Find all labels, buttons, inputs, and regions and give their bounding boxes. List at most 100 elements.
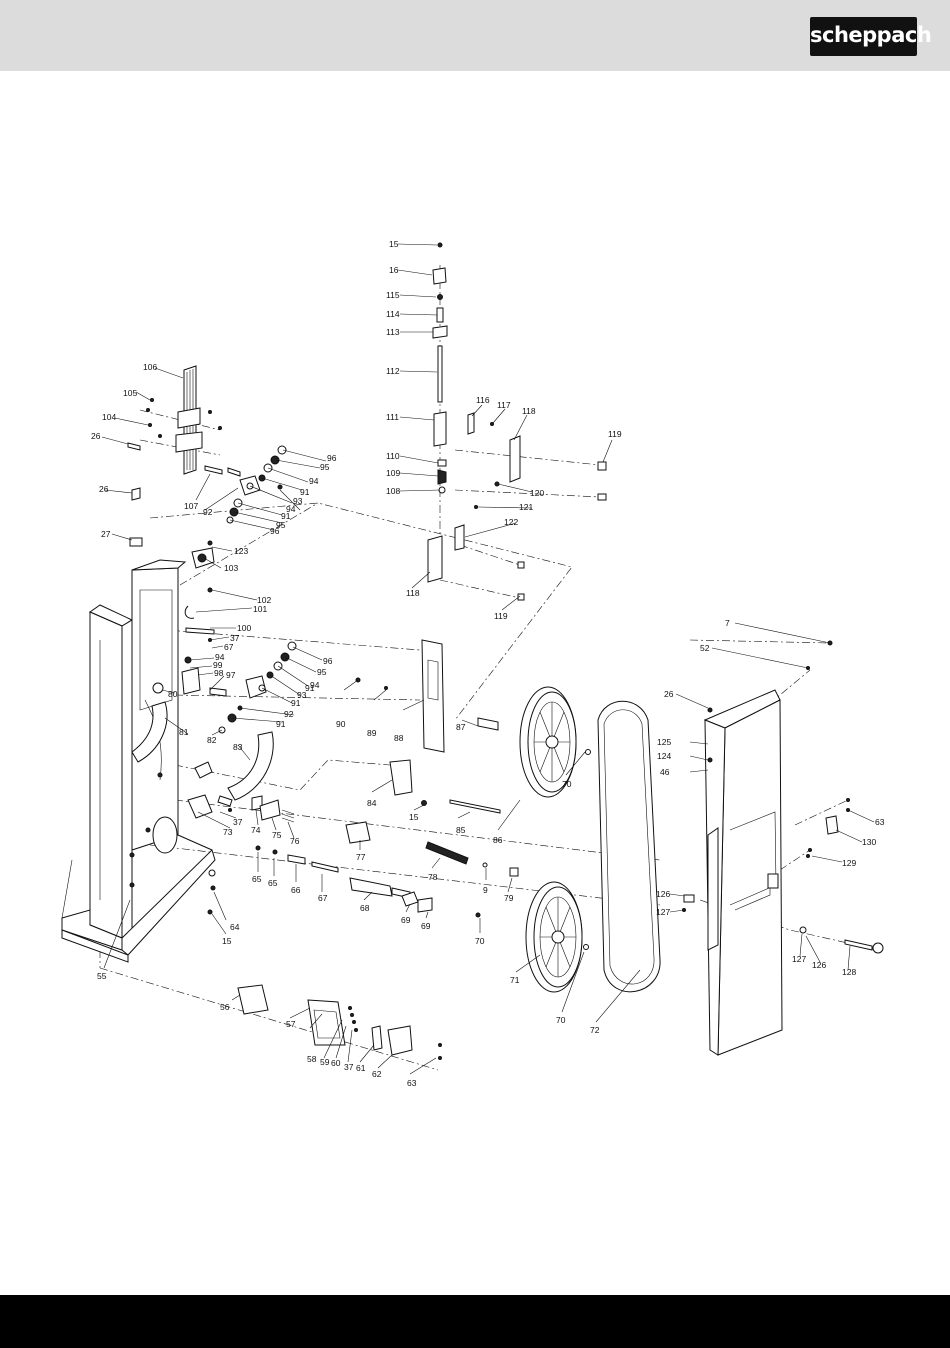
callout-label: 118 xyxy=(522,406,536,416)
leader-lines xyxy=(101,243,875,1075)
callout-label: 94 xyxy=(309,476,319,486)
saw-blade-part-72 xyxy=(597,700,661,993)
callout-label: 64 xyxy=(230,922,240,932)
assembly-line xyxy=(689,639,831,644)
left-small-parts xyxy=(129,487,215,642)
assembly-line xyxy=(174,799,661,861)
callout-label: 85 xyxy=(456,825,466,835)
assembly-line xyxy=(779,849,811,871)
callout-label: 96 xyxy=(323,656,333,666)
callout-label: 26 xyxy=(99,484,109,494)
callout-label: 9 xyxy=(483,885,488,895)
callout-label: 109 xyxy=(386,468,400,478)
callout-label: 87 xyxy=(456,722,466,732)
callout-label: 91 xyxy=(281,511,291,521)
callout-label: 101 xyxy=(253,604,267,614)
callout-label: 103 xyxy=(224,563,238,573)
callout-label: 123 xyxy=(234,546,248,556)
callout-label: 7 xyxy=(725,618,730,628)
callout-label: 100 xyxy=(237,623,251,633)
callout-label: 76 xyxy=(290,836,300,846)
logo-text: scheppach xyxy=(810,23,932,47)
page-footer-band xyxy=(0,1295,950,1348)
assembly-line xyxy=(179,502,319,586)
callout-label: 118 xyxy=(406,588,420,598)
upper-bearing-assembly xyxy=(226,445,287,524)
assembly-line xyxy=(99,967,439,1071)
callout-label: 63 xyxy=(407,1078,417,1088)
callout-label: 72 xyxy=(590,1025,600,1035)
callout-label: 115 xyxy=(386,290,400,300)
mid-small-parts xyxy=(187,794,519,877)
callout-label: 108 xyxy=(386,486,400,496)
callout-label: 99 xyxy=(213,660,223,670)
callout-label: 116 xyxy=(476,395,490,405)
callout-labels: 15 16 115 114 113 112 111 116 117 118 11… xyxy=(91,239,885,1088)
callout-label: 65 xyxy=(252,874,262,884)
callout-label: 124 xyxy=(657,751,671,761)
guide-bar-assembly xyxy=(355,639,501,814)
callout-label: 15 xyxy=(409,812,419,822)
callout-label: 120 xyxy=(530,488,544,498)
callout-label: 119 xyxy=(608,429,622,439)
callout-label: 91 xyxy=(291,698,301,708)
callout-label: 126 xyxy=(812,960,826,970)
callout-label: 122 xyxy=(504,517,518,527)
callout-label: 126 xyxy=(656,889,670,899)
callout-label: 55 xyxy=(97,971,107,981)
callout-label: 16 xyxy=(389,265,399,275)
callout-label: 62 xyxy=(372,1069,382,1079)
callout-label: 56 xyxy=(220,1002,230,1012)
assembly-line xyxy=(149,502,573,721)
callout-label: 83 xyxy=(233,742,243,752)
callout-label: 91 xyxy=(276,719,286,729)
callout-label: 127 xyxy=(656,907,670,917)
callout-label: 27 xyxy=(101,529,111,539)
callout-label: 92 xyxy=(284,709,294,719)
callout-label: 93 xyxy=(293,496,303,506)
callout-label: 105 xyxy=(123,388,137,398)
page-header-band: scheppach xyxy=(0,0,950,71)
callout-label: 125 xyxy=(657,737,671,747)
callout-label: 98 xyxy=(214,668,224,678)
callout-label: 71 xyxy=(510,975,520,985)
callout-label: 117 xyxy=(497,400,511,410)
callout-label: 75 xyxy=(272,830,282,840)
callout-label: 88 xyxy=(394,733,404,743)
callout-label: 95 xyxy=(276,520,286,530)
callout-label: 96 xyxy=(270,526,280,536)
callout-label: 91 xyxy=(305,683,315,693)
callout-label: 93 xyxy=(297,690,307,700)
callout-label: 114 xyxy=(386,309,400,319)
callout-label: 112 xyxy=(386,366,400,376)
callout-label: 69 xyxy=(421,921,431,931)
callout-label: 91 xyxy=(300,487,310,497)
blade-guard-pieces xyxy=(131,701,274,801)
switch-box-parts xyxy=(237,984,442,1060)
callout-label: 110 xyxy=(386,451,400,461)
callout-label: 130 xyxy=(862,837,876,847)
callout-label: 46 xyxy=(660,767,670,777)
assembly-line xyxy=(699,899,871,949)
callout-label: 26 xyxy=(91,431,101,441)
column-assembly xyxy=(427,242,607,601)
callout-label: 68 xyxy=(360,903,370,913)
callout-label: 67 xyxy=(224,642,234,652)
assembly-line xyxy=(139,439,221,456)
assembly-line xyxy=(149,844,661,906)
door-latch-parts xyxy=(682,798,884,954)
callout-label: 94 xyxy=(215,652,225,662)
callout-label: 37 xyxy=(344,1062,354,1072)
callout-label: 86 xyxy=(493,835,503,845)
scheppach-logo: scheppach xyxy=(810,17,932,56)
assembly-line xyxy=(174,694,421,701)
callout-label: 113 xyxy=(386,327,400,337)
callout-label: 121 xyxy=(519,502,533,512)
callout-label: 77 xyxy=(356,852,366,862)
callout-label: 96 xyxy=(327,453,337,463)
callout-label: 82 xyxy=(207,735,217,745)
assembly-line xyxy=(174,759,391,791)
callout-label: 95 xyxy=(317,667,327,677)
shaft-parts xyxy=(207,845,481,918)
